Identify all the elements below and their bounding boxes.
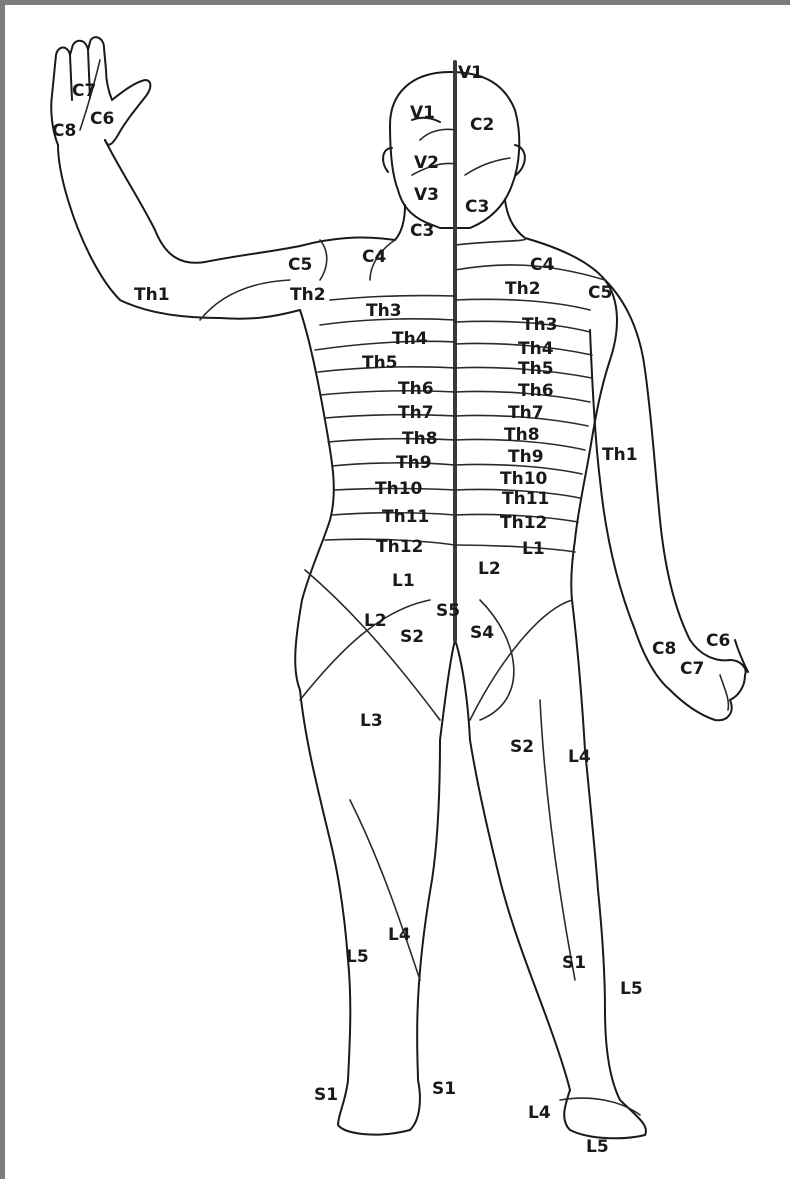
label-th9-left: Th9: [396, 453, 432, 473]
label-c3-right: C3: [465, 197, 489, 217]
label-s5: S5: [436, 601, 460, 621]
torso-left: [295, 310, 334, 690]
label-th7-left: Th7: [398, 403, 434, 423]
right-leg-outer: [564, 600, 646, 1138]
label-th1-arm: Th1: [134, 285, 170, 305]
label-th5-right: Th5: [518, 359, 554, 379]
label-c3-left: C3: [410, 221, 434, 241]
label-l4-foot: L4: [528, 1103, 551, 1123]
label-c6-right-hand: C6: [706, 631, 730, 651]
right-leg-inner: [470, 740, 570, 1090]
right-hand: [670, 640, 748, 720]
label-th5-left: Th5: [362, 353, 398, 373]
neck-left: [395, 205, 405, 240]
neck-right: [505, 200, 525, 238]
label-s2-groin: S2: [400, 627, 424, 647]
label-th10-right: Th10: [500, 469, 548, 489]
dermatome-diagram: V1 V1 C2 V2 V3 C3 C3 C7 C6 C8 C5 C4 C4 C…: [5, 5, 790, 1179]
label-th10-left: Th10: [375, 479, 423, 499]
label-c7-hand: C7: [72, 81, 96, 101]
label-th2-right: Th2: [505, 279, 541, 299]
label-v2: V2: [414, 153, 439, 173]
label-c7-right-hand: C7: [680, 659, 704, 679]
label-th11-right: Th11: [502, 489, 549, 509]
label-s2-thigh: S2: [510, 737, 534, 757]
label-c8-hand: C8: [52, 121, 76, 141]
label-th4-right: Th4: [518, 339, 554, 359]
left-leg-outer: [300, 690, 420, 1135]
label-c2: C2: [470, 115, 494, 135]
label-th12-left: Th12: [376, 537, 423, 557]
label-s1-leg: S1: [562, 953, 586, 973]
right-arm-outer: [605, 280, 730, 660]
label-c8-right-hand: C8: [652, 639, 676, 659]
diagram-frame: V1 V1 C2 V2 V3 C3 C3 C7 C6 C8 C5 C4 C4 C…: [5, 5, 790, 1179]
label-l1-right: L1: [522, 539, 545, 559]
label-c4-right: C4: [530, 255, 554, 275]
label-th6-left: Th6: [398, 379, 434, 399]
label-th9-right: Th9: [508, 447, 544, 467]
label-l1-left: L1: [392, 571, 415, 591]
label-th11-left: Th11: [382, 507, 429, 527]
label-th8-right: Th8: [504, 425, 540, 445]
label-l5-foot: L5: [586, 1137, 609, 1157]
label-c5-right: C5: [588, 283, 612, 303]
label-s1-foot-b: S1: [432, 1079, 456, 1099]
label-th3-left: Th3: [366, 301, 402, 321]
crotch: [440, 640, 470, 740]
label-l2-right: L2: [478, 559, 501, 579]
label-v3: V3: [414, 185, 439, 205]
left-arm-lower: [58, 145, 300, 319]
label-l3: L3: [360, 711, 383, 731]
label-c4-left: C4: [362, 247, 386, 267]
left-leg-inner: [417, 740, 440, 1080]
label-l5-leg: L5: [620, 979, 643, 999]
label-l2-left: L2: [364, 611, 387, 631]
label-l4-shin: L4: [388, 925, 411, 945]
label-th6-right: Th6: [518, 381, 554, 401]
label-th1-right-arm: Th1: [602, 445, 638, 465]
label-c5-left: C5: [288, 255, 312, 275]
label-v1: V1: [410, 103, 435, 123]
label-s4: S4: [470, 623, 494, 643]
label-th2-left: Th2: [290, 285, 326, 305]
label-th8-left: Th8: [402, 429, 438, 449]
label-l5-shin: L5: [346, 947, 369, 967]
left-arm-upper: [105, 140, 395, 263]
label-v1-top: V1: [458, 63, 483, 83]
label-th12-right: Th12: [500, 513, 547, 533]
label-th7-right: Th7: [508, 403, 544, 423]
label-th4-left: Th4: [392, 329, 428, 349]
label-s1-foot-a: S1: [314, 1085, 338, 1105]
label-th3-right: Th3: [522, 315, 558, 335]
label-c6-hand: C6: [90, 109, 114, 129]
label-l4-thigh: L4: [568, 747, 591, 767]
